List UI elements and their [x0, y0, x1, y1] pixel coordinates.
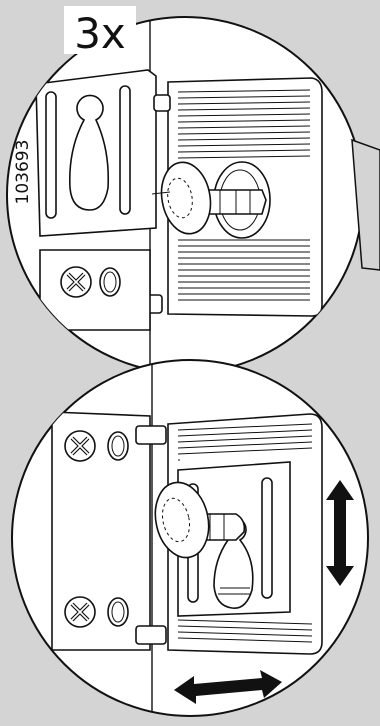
hinge-nub	[154, 95, 170, 111]
hinge-plate-bottom	[52, 412, 150, 650]
bottom-detail-circle	[12, 360, 368, 720]
quantity-label: 3x	[74, 9, 126, 58]
lower-plate-top	[40, 250, 150, 330]
top-detail-circle	[7, 17, 380, 380]
mounting-plate-top	[36, 70, 156, 236]
quantity-badge: 3x	[64, 6, 136, 58]
part-number: 103693	[13, 140, 33, 205]
